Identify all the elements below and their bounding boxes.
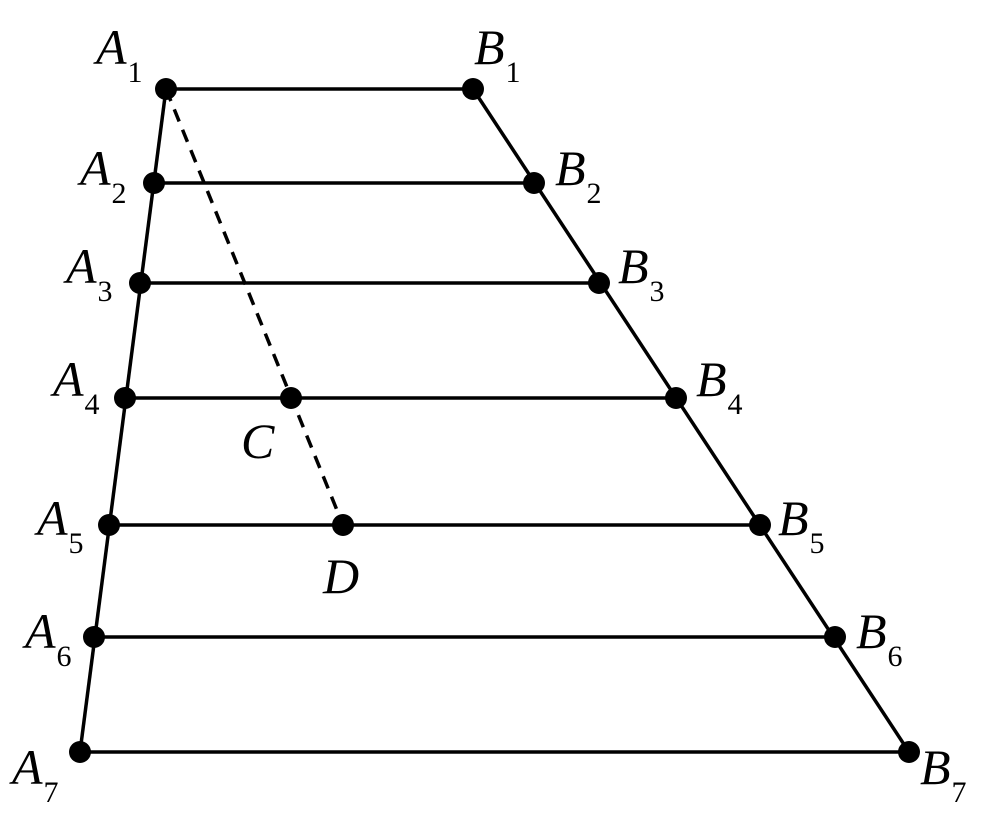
label-subscript: 6 bbox=[57, 640, 72, 673]
label-a4: A4 bbox=[50, 351, 100, 421]
label-subscript: 1 bbox=[506, 56, 521, 89]
label-subscript: 2 bbox=[112, 177, 127, 210]
label-letter: B bbox=[778, 490, 809, 546]
label-subscript: 7 bbox=[952, 776, 967, 809]
point-b6 bbox=[824, 626, 846, 648]
label-subscript: 3 bbox=[98, 275, 113, 308]
label-letter: A bbox=[22, 603, 56, 659]
label-subscript: 3 bbox=[650, 275, 665, 308]
label-b7: B7 bbox=[920, 739, 967, 809]
label-letter: C bbox=[241, 413, 275, 469]
point-a7 bbox=[69, 741, 91, 763]
label-letter: B bbox=[920, 739, 951, 795]
point-a3 bbox=[129, 272, 151, 294]
label-letter: A bbox=[50, 351, 84, 407]
label-a2: A2 bbox=[77, 140, 127, 210]
label-b1: B1 bbox=[474, 19, 521, 89]
label-letter: D bbox=[322, 548, 359, 604]
label-letter: A bbox=[34, 490, 68, 546]
label-letter: B bbox=[696, 351, 727, 407]
label-letter: A bbox=[9, 739, 43, 795]
segments-layer bbox=[78, 87, 911, 754]
label-a3: A3 bbox=[63, 238, 113, 308]
point-b7 bbox=[898, 741, 920, 763]
label-subscript: 2 bbox=[587, 177, 602, 210]
point-b3 bbox=[588, 272, 610, 294]
label-subscript: 4 bbox=[728, 388, 743, 421]
label-subscript: 1 bbox=[128, 56, 143, 89]
label-a6: A6 bbox=[22, 603, 72, 673]
segment-a1-d-dashed bbox=[164, 88, 345, 526]
label-letter: A bbox=[93, 19, 127, 75]
label-letter: B bbox=[618, 238, 649, 294]
label-b3: B3 bbox=[618, 238, 665, 308]
label-subscript: 6 bbox=[888, 640, 903, 673]
point-a4 bbox=[114, 387, 136, 409]
label-letter: B bbox=[474, 19, 505, 75]
label-b2: B2 bbox=[555, 140, 602, 210]
label-b4: B4 bbox=[696, 351, 743, 421]
label-a1: A1 bbox=[93, 19, 143, 89]
label-d: D bbox=[322, 548, 359, 604]
label-letter: A bbox=[63, 238, 97, 294]
points-layer bbox=[69, 78, 920, 763]
point-b2 bbox=[523, 172, 545, 194]
point-b4 bbox=[665, 387, 687, 409]
label-subscript: 7 bbox=[44, 776, 59, 809]
label-letter: B bbox=[555, 140, 586, 196]
label-subscript: 5 bbox=[810, 527, 825, 560]
label-a7: A7 bbox=[9, 739, 59, 809]
point-c bbox=[280, 387, 302, 409]
point-a2 bbox=[143, 172, 165, 194]
label-b6: B6 bbox=[856, 603, 903, 673]
label-letter: B bbox=[856, 603, 887, 659]
point-a6 bbox=[83, 626, 105, 648]
point-d bbox=[332, 514, 354, 536]
label-b5: B5 bbox=[778, 490, 825, 560]
label-c: C bbox=[241, 413, 275, 469]
label-subscript: 5 bbox=[69, 527, 84, 560]
label-a5: A5 bbox=[34, 490, 84, 560]
label-letter: A bbox=[77, 140, 111, 196]
point-b5 bbox=[749, 514, 771, 536]
point-b1 bbox=[462, 78, 484, 100]
label-subscript: 4 bbox=[85, 388, 100, 421]
point-a1 bbox=[155, 78, 177, 100]
point-a5 bbox=[98, 514, 120, 536]
